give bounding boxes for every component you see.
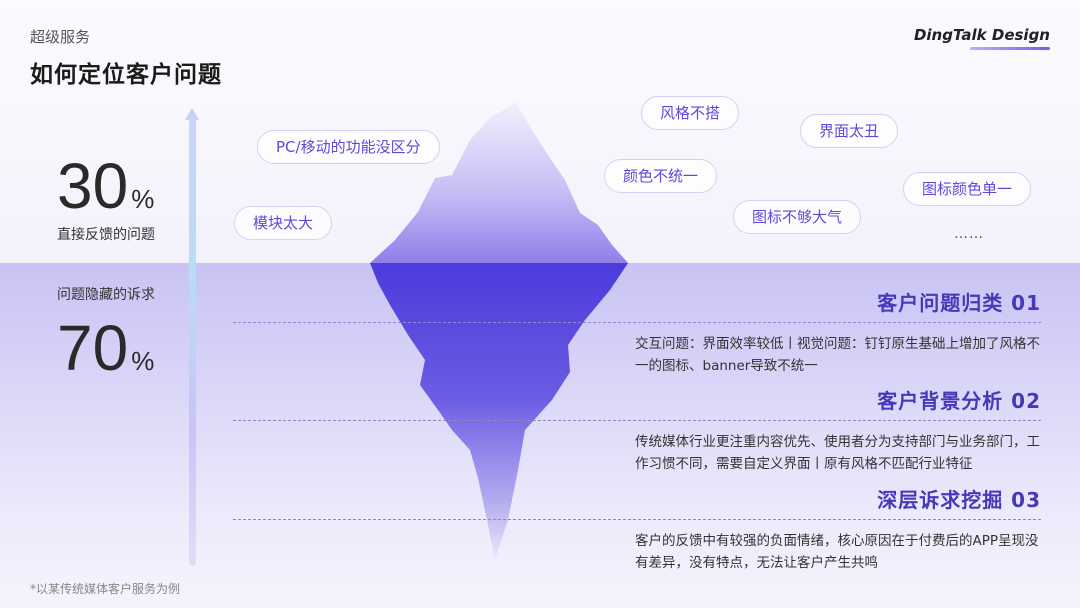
visible-caption: 直接反馈的问题	[57, 227, 155, 243]
page-eyebrow: 超级服务	[30, 28, 91, 46]
section-divider	[233, 519, 1041, 520]
section-background-analysis: 客户背景分析 02 传统媒体行业更注重内容优先、使用者分为支持部门与业务部门，工…	[233, 385, 1041, 475]
section-deep-needs: 深层诉求挖掘 03 客户的反馈中有较强的负面情绪，核心原因在于付费后的APP呈现…	[233, 484, 1041, 574]
section-divider	[233, 420, 1041, 421]
section-body: 交互问题：界面效率较低丨视觉问题：钉钉原生基础上增加了风格不一的图标、banne…	[635, 336, 1040, 374]
more-tags-ellipsis: ……	[954, 226, 984, 242]
tag-icon-color-single: 图标颜色单一	[903, 172, 1032, 206]
visible-percent-value: 30	[57, 150, 129, 222]
page-title: 如何定位客户问题	[30, 62, 222, 88]
visible-percent-unit: %	[131, 184, 155, 214]
tag-interface-ugly: 界面太丑	[800, 114, 899, 148]
tag-style-mismatch: 风格不搭	[641, 96, 740, 130]
hidden-percent-value: 70	[57, 312, 129, 384]
section-heading: 客户问题归类 01	[877, 291, 1041, 315]
iceberg-tip	[370, 102, 628, 263]
brand-logo: DingTalk Design	[913, 26, 1050, 44]
section-problem-classification: 客户问题归类 01 交互问题：界面效率较低丨视觉问题：钉钉原生基础上增加了风格不…	[233, 287, 1041, 377]
section-divider	[233, 322, 1041, 323]
footnote: *以某传统媒体客户服务为例	[30, 582, 181, 596]
arrow-up-icon	[185, 108, 199, 120]
tag-icon-not-grand: 图标不够大气	[733, 200, 862, 234]
tag-pc-mobile: PC/移动的功能没区分	[257, 130, 440, 164]
brand-underline	[970, 47, 1050, 50]
section-heading: 客户背景分析 02	[877, 389, 1041, 413]
section-body: 客户的反馈中有较强的负面情绪，核心原因在于付费后的APP呈现没有差异，没有特点，…	[635, 533, 1039, 571]
tag-color-inconsistent: 颜色不统一	[604, 159, 718, 193]
iceberg-base	[370, 263, 628, 560]
section-body: 传统媒体行业更注重内容优先、使用者分为支持部门与业务部门，工作习惯不同，需要自定…	[635, 434, 1040, 472]
hidden-caption: 问题隐藏的诉求	[57, 287, 155, 303]
hidden-percent-unit: %	[131, 346, 155, 376]
tag-blocks-too-big: 模块太大	[234, 206, 333, 240]
depth-axis	[189, 118, 196, 566]
visible-percent: 30%	[57, 154, 154, 218]
hidden-percent: 70%	[57, 316, 154, 380]
section-heading: 深层诉求挖掘 03	[877, 488, 1041, 512]
